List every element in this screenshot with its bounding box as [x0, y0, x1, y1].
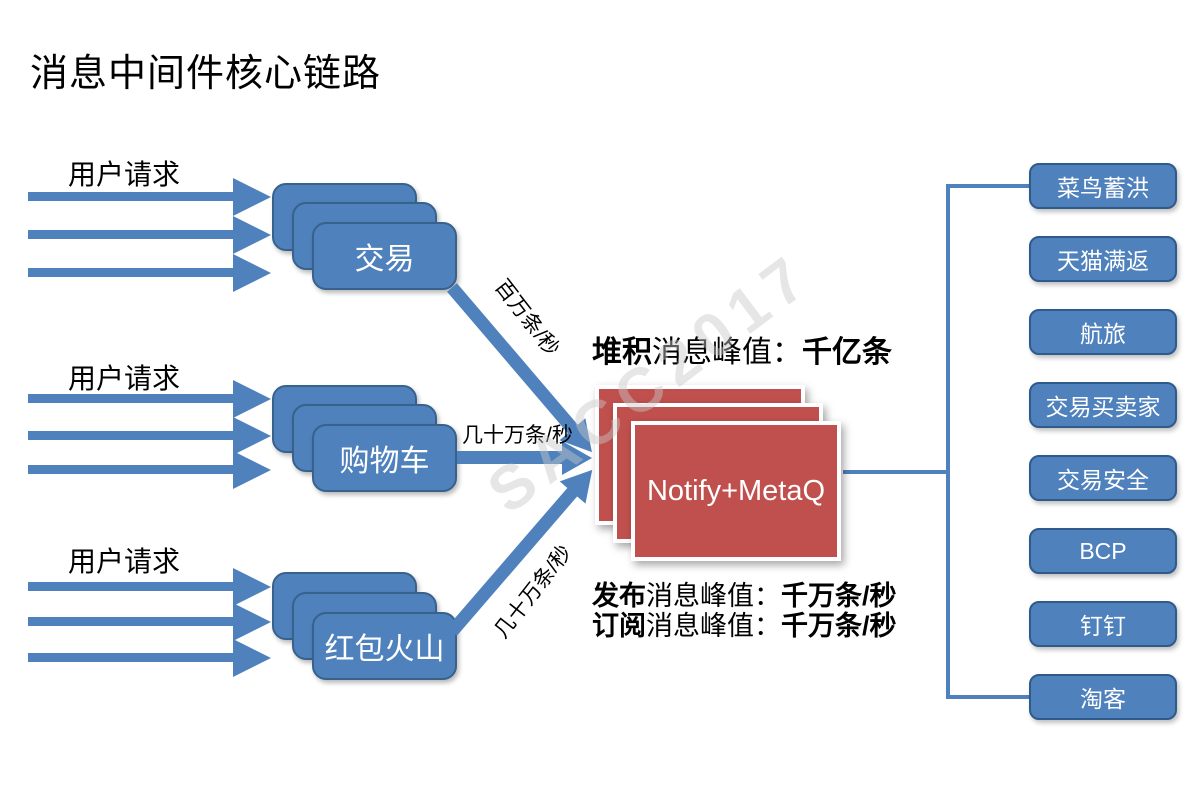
- request-arrow-head-icon: [233, 603, 271, 641]
- consumer-box-trade-security: 交易安全: [1029, 455, 1177, 501]
- stat-subscribe-prefix: 订阅: [592, 611, 646, 641]
- bracket-feed-line: [843, 470, 950, 474]
- request-arrow-head-icon: [233, 254, 271, 292]
- request-arrow-shaft: [28, 192, 235, 201]
- bracket-vertical-line: [946, 184, 950, 699]
- rate-label-trade: 百万条/秒: [490, 275, 564, 361]
- stat-publish-value: 千万条/秒: [781, 581, 897, 611]
- stat-publish: 发布消息峰值：千万条/秒: [592, 574, 897, 613]
- consumer-box-bcp: BCP: [1029, 528, 1177, 574]
- request-arrow-head-icon: [233, 568, 271, 606]
- mq-box: Notify+MetaQ: [631, 421, 841, 561]
- request-arrow-shaft: [28, 394, 235, 403]
- request-arrow-shaft: [28, 268, 235, 277]
- stat-subscribe-mid: 消息峰值：: [646, 611, 781, 641]
- cart-box-label: 购物车: [339, 445, 430, 478]
- request-arrow-head-icon: [233, 639, 271, 677]
- consumer-box-tmall: 天猫满返: [1029, 236, 1177, 282]
- consumer-label: 钉钉: [1080, 613, 1126, 639]
- request-arrow-shaft: [28, 617, 235, 626]
- redpacket-box: 红包火山: [312, 612, 457, 680]
- consumer-label: 天猫满返: [1057, 248, 1149, 274]
- consumer-box-buyer-seller: 交易买卖家: [1029, 382, 1177, 428]
- consumer-label: 淘客: [1080, 686, 1126, 712]
- stat-publish-prefix: 发布: [592, 581, 646, 611]
- stat-accumulate: 堆积消息峰值：千亿条: [592, 327, 892, 371]
- redpacket-box-label: 红包火山: [324, 633, 445, 666]
- rate-label-cart: 几十万条/秒: [462, 424, 573, 447]
- stat-accumulate-mid: 消息峰值：: [652, 336, 802, 369]
- request-arrow-shaft: [28, 431, 235, 440]
- bracket-bottom-arm: [950, 695, 1030, 699]
- stat-accumulate-prefix: 堆积: [592, 336, 652, 369]
- user-request-label-1: 用户请求: [68, 159, 181, 190]
- request-arrow-head-icon: [233, 216, 271, 254]
- consumer-label: 菜鸟蓄洪: [1057, 175, 1149, 201]
- stat-accumulate-value: 千亿条: [802, 336, 892, 369]
- consumer-label: BCP: [1079, 537, 1127, 564]
- cart-box: 购物车: [312, 424, 457, 492]
- flow-arrow-shaft: [457, 451, 566, 464]
- stat-subscribe-value: 千万条/秒: [781, 611, 897, 641]
- mq-box-label: Notify+MetaQ: [646, 474, 826, 507]
- request-arrow-head-icon: [233, 380, 271, 418]
- consumer-label: 交易买卖家: [1045, 394, 1161, 420]
- trade-box-label: 交易: [354, 243, 415, 276]
- flow-arrow-cart-to-mq: [457, 440, 592, 475]
- user-request-label-2: 用户请求: [68, 363, 181, 394]
- request-arrow-head-icon: [233, 178, 271, 216]
- page-title: 消息中间件核心链路: [30, 53, 382, 95]
- trade-box: 交易: [312, 222, 457, 290]
- stat-publish-mid: 消息峰值：: [646, 581, 781, 611]
- consumer-box-cainiao: 菜鸟蓄洪: [1029, 163, 1177, 209]
- stat-subscribe: 订阅消息峰值：千万条/秒: [592, 604, 897, 643]
- consumer-label: 航旅: [1080, 321, 1126, 347]
- bracket-top-arm: [950, 184, 1030, 188]
- rate-label-redpacket: 几十万条/秒: [489, 541, 577, 643]
- request-arrow-shaft: [28, 653, 235, 662]
- user-request-label-3: 用户请求: [68, 546, 181, 577]
- request-arrow-head-icon: [233, 417, 271, 455]
- consumer-box-travel: 航旅: [1029, 309, 1177, 355]
- consumer-box-taoke: 淘客: [1029, 674, 1177, 720]
- consumer-box-dingtalk: 钉钉: [1029, 601, 1177, 647]
- request-arrow-shaft: [28, 230, 235, 239]
- consumer-label: 交易安全: [1057, 467, 1149, 493]
- request-arrow-shaft: [28, 582, 235, 591]
- request-arrow-head-icon: [233, 451, 271, 489]
- request-arrow-shaft: [28, 465, 235, 474]
- flow-arrow-head-icon: [562, 440, 592, 475]
